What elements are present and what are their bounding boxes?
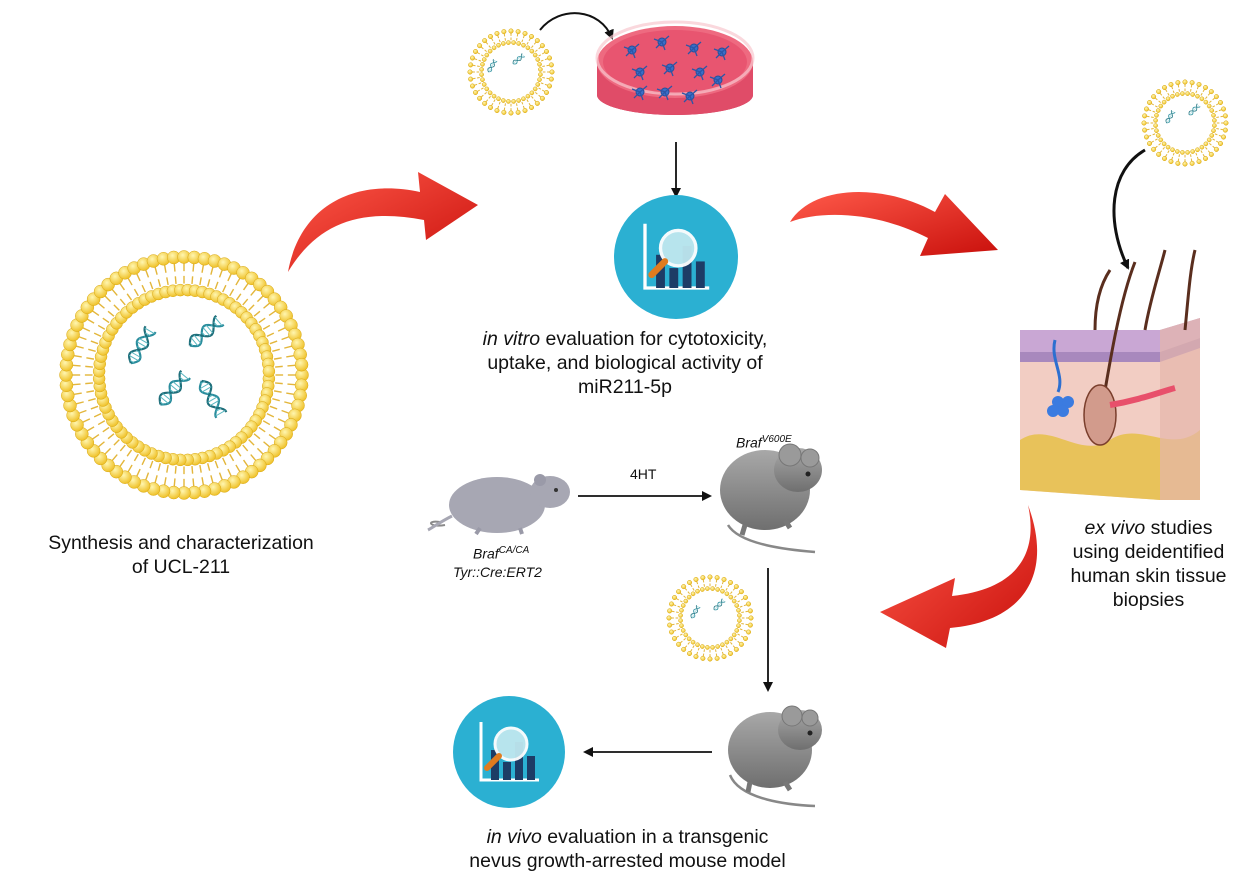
label-invitro: in vitro evaluation for cytotoxicity, up… xyxy=(420,327,830,399)
label-braf-caca: BrafCA/CA xyxy=(473,542,529,563)
liposome-icon xyxy=(1141,79,1229,167)
cell-icon xyxy=(623,43,640,59)
exvivo-line-2: using deidentified xyxy=(1072,541,1225,563)
rna-strand-icon xyxy=(690,604,701,619)
label-invivo: in vivo evaluation in a transgenic nevus… xyxy=(400,825,855,873)
mouse-icon xyxy=(720,443,822,554)
label-exvivo: ex vivo studies using deidentified human… xyxy=(1040,516,1257,612)
cell-icon xyxy=(685,41,702,57)
label-braf-v600e: BrafV600E xyxy=(736,431,792,452)
petri-dish-icon xyxy=(595,20,755,115)
braf-caca-sup: CA/CA xyxy=(498,545,530,556)
invitro-term: in vitro xyxy=(482,328,541,350)
invivo-term: in vivo xyxy=(486,826,542,848)
skin-section-icon xyxy=(1020,249,1200,500)
label-tyr-cre: Tyr::Cre:ERT2 xyxy=(453,564,542,580)
analysis-chart-icon xyxy=(614,195,738,319)
label-4ht: 4HT xyxy=(630,466,657,482)
cycle-arrow-exvivo-to-invivo xyxy=(880,505,1038,648)
exvivo-term: ex vivo xyxy=(1084,517,1146,539)
mouse-icon xyxy=(728,705,822,808)
rna-strand-icon xyxy=(713,598,726,611)
rna-strand-icon xyxy=(188,314,225,348)
invivo-line-1: evaluation in a transgenic xyxy=(541,826,769,848)
braf-v600e-base: Braf xyxy=(736,434,762,451)
invitro-line-3: miR211-5p xyxy=(578,376,672,398)
rna-strand-icon xyxy=(1188,103,1201,116)
cycle-arrow-synthesis-to-invitro xyxy=(288,172,478,272)
braf-v600e-sup: V600E xyxy=(761,434,792,445)
analysis-chart-icon xyxy=(453,696,565,808)
liposome-icon xyxy=(59,250,309,500)
cycle-arrow-invitro-to-exvivo xyxy=(790,191,998,256)
invitro-line-2: uptake, and biological activity of xyxy=(487,352,763,374)
braf-caca-base: Braf xyxy=(473,545,499,562)
cell-icon xyxy=(656,85,673,101)
cell-icon xyxy=(631,65,648,81)
cell-icon xyxy=(691,65,708,81)
label-synthesis: Synthesis and characterization of UCL-21… xyxy=(0,531,362,579)
cell-icon xyxy=(631,85,648,101)
rna-strand-icon xyxy=(512,53,526,65)
cell-icon xyxy=(653,35,670,51)
synthesis-line-2: of UCL-211 xyxy=(131,556,231,578)
liposome-icon xyxy=(666,574,754,662)
invivo-line-2: nevus growth-arrested mouse model xyxy=(469,850,786,872)
rna-strand-icon xyxy=(1165,109,1176,124)
rna-strand-icon xyxy=(127,325,157,365)
arrow-to-dish xyxy=(539,12,614,40)
cell-icon xyxy=(713,45,730,61)
liposome-icon xyxy=(467,28,555,116)
exvivo-line-4: biopsies xyxy=(1112,589,1185,611)
cell-icon xyxy=(681,89,698,105)
arrow-to-skin xyxy=(1112,148,1146,270)
exvivo-line-3: human skin tissue xyxy=(1070,565,1227,587)
invitro-line-1: evaluation for cytotoxicity, xyxy=(540,328,768,350)
mouse-icon xyxy=(427,474,570,536)
synthesis-line-1: Synthesis and characterization xyxy=(48,532,314,554)
cell-icon xyxy=(661,61,678,77)
exvivo-line-1: studies xyxy=(1145,517,1213,539)
rna-strand-icon xyxy=(487,58,498,73)
cell-icon xyxy=(709,73,726,89)
rna-strand-icon xyxy=(198,379,228,419)
rna-strand-icon xyxy=(158,369,191,406)
